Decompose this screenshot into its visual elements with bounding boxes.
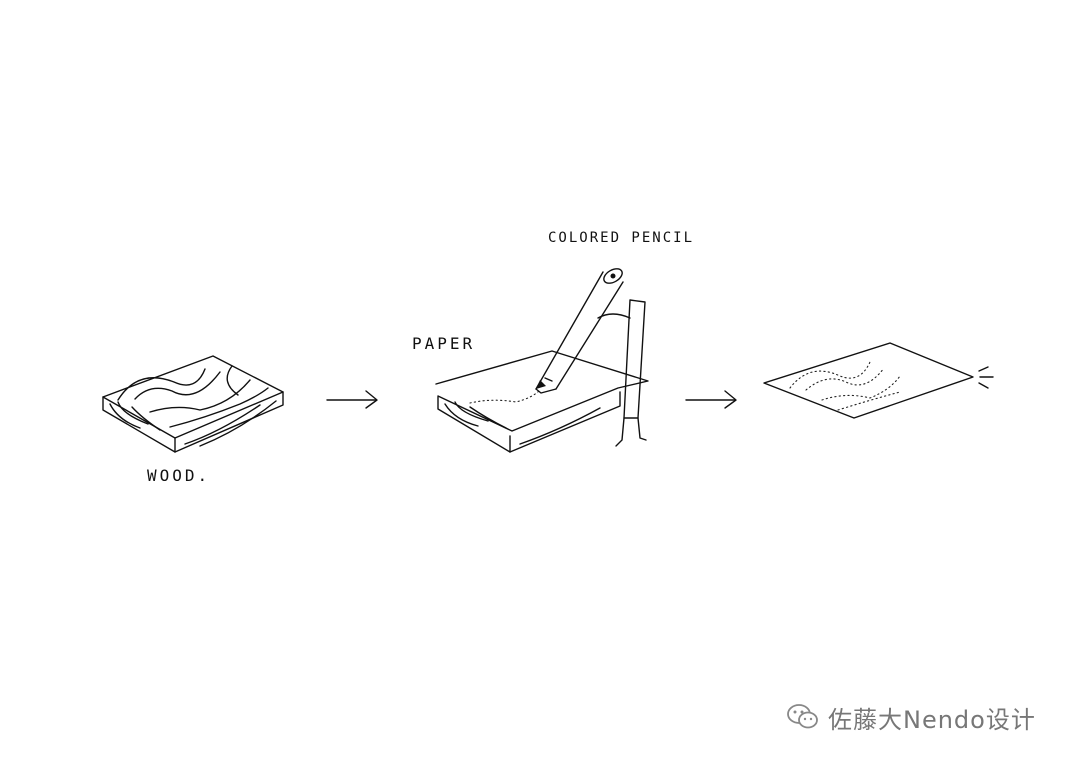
wood-block-drawing — [103, 356, 283, 452]
arrow-paper-to-result — [686, 391, 736, 408]
colored-pencil-label: COLORED PENCIL — [548, 230, 694, 246]
wechat-icon — [786, 702, 820, 732]
paper-label: PAPER — [412, 334, 475, 353]
arrow-wood-to-paper — [327, 391, 377, 408]
result-paper-drawing — [764, 343, 993, 418]
rubbing-drawing — [436, 266, 648, 452]
wood-label: WOOD. — [147, 466, 210, 485]
watermark-text: 佐藤大Nendo设计 — [828, 700, 1036, 735]
watermark: 佐藤大Nendo设计 — [786, 700, 1036, 734]
